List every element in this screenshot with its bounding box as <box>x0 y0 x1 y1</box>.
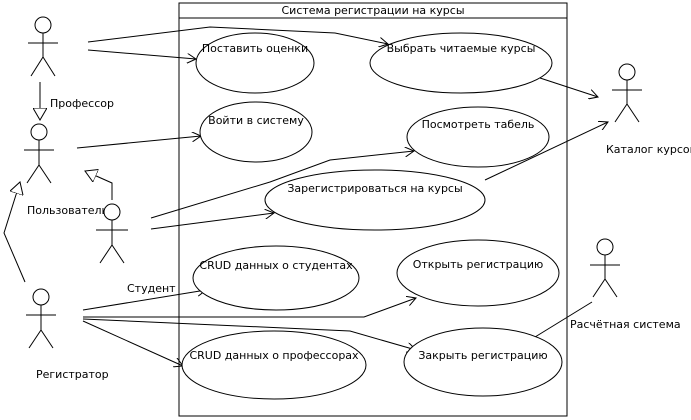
actor-billing[interactable]: Расчётная система <box>570 238 681 331</box>
use-case-close-reg[interactable]: Закрыть регистрацию <box>403 327 563 397</box>
use-case-report-label: Посмотреть табель <box>422 118 535 131</box>
assoc-select-courses-catalog <box>539 77 598 97</box>
assoc-registrar-crud-students <box>82 290 206 311</box>
use-case-close-reg-label: Закрыть регистрацию <box>418 349 547 362</box>
use-case-register[interactable]: Зарегистрироваться на курсы <box>264 169 486 231</box>
use-case-report[interactable]: Посмотреть табель <box>406 106 550 168</box>
use-case-grade[interactable]: Поставить оценки <box>195 32 315 94</box>
use-case-select-courses[interactable]: Выбрать читаемые курсы <box>369 32 553 94</box>
use-case-open-reg[interactable]: Открыть регистрацию <box>396 239 560 307</box>
stick-figure-icon <box>96 203 128 264</box>
actor-professor-label: Профессор <box>50 97 114 110</box>
use-case-crud-profs-label: CRUD данных о профессорах <box>189 349 359 362</box>
actor-course-catalog[interactable]: Каталог курсов <box>606 63 691 156</box>
assoc-registrar-open-reg <box>83 298 416 318</box>
actor-course-catalog-label: Каталог курсов <box>606 143 691 156</box>
stick-figure-icon <box>26 288 56 349</box>
actor-registrar[interactable]: Регистратор <box>26 288 109 381</box>
assoc-user-login <box>76 136 201 149</box>
actor-student-label: Студент <box>127 282 176 295</box>
associations <box>76 26 608 366</box>
generalization-student-user <box>85 171 113 200</box>
actor-user-label: Пользователь <box>27 204 108 217</box>
use-case-register-label: Зарегистрироваться на курсы <box>287 182 462 195</box>
use-case-grade-label: Поставить оценки <box>202 42 308 55</box>
assoc-register-catalog <box>484 122 608 181</box>
stick-figure-icon <box>612 63 642 123</box>
system-title: Система регистрации на курсы <box>281 4 464 17</box>
assoc-student-register <box>150 213 274 230</box>
actor-registrar-label: Регистратор <box>36 368 109 381</box>
assoc-registrar-crud-profs <box>82 320 183 366</box>
use-case-select-courses-label: Выбрать читаемые курсы <box>387 42 536 55</box>
actor-student[interactable]: Студент <box>96 203 176 295</box>
assoc-student-report <box>150 151 414 219</box>
use-case-crud-students[interactable]: CRUD данных о студентах <box>192 245 360 311</box>
stick-figure-icon <box>28 16 58 77</box>
use-case-crud-students-label: CRUD данных о студентах <box>199 259 353 272</box>
use-case-open-reg-label: Открыть регистрацию <box>413 258 544 271</box>
stick-figure-icon <box>24 123 54 184</box>
generalization-registrar-user <box>3 182 26 283</box>
use-case-crud-profs[interactable]: CRUD данных о профессорах <box>181 330 367 400</box>
assoc-professor-select-courses <box>87 26 388 44</box>
use-case-login-label: Войти в систему <box>208 114 304 127</box>
assoc-registrar-close-reg <box>82 318 416 350</box>
assoc-professor-grade <box>87 49 196 59</box>
use-case-login[interactable]: Войти в систему <box>199 101 313 163</box>
stick-figure-icon <box>590 238 620 298</box>
generalizations <box>3 82 113 283</box>
actor-billing-label: Расчётная система <box>570 318 681 331</box>
actor-professor[interactable]: Профессор <box>28 16 114 110</box>
actor-user[interactable]: Пользователь <box>24 123 108 217</box>
